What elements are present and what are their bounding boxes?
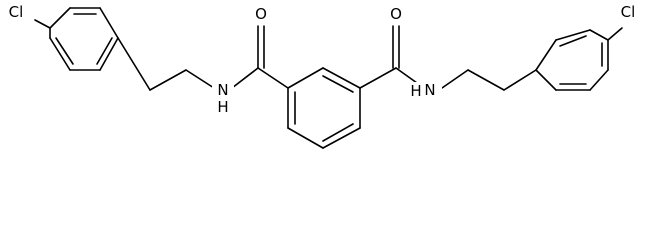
bond	[185, 69, 215, 89]
label-mask	[212, 98, 234, 116]
atom-labels: Cl N H O O N H Cl	[0, 2, 646, 116]
label-mask	[212, 80, 234, 98]
label-mask	[0, 2, 34, 22]
bond	[322, 67, 361, 89]
nitrogen-left-label: N	[217, 81, 228, 99]
bond	[359, 67, 397, 89]
bond	[589, 69, 609, 91]
bond	[49, 37, 71, 71]
bond	[287, 67, 324, 89]
oxygen-right-label: O	[390, 5, 402, 23]
bond	[257, 67, 289, 89]
nitrogen-right-label: N	[424, 81, 435, 99]
label-mask	[252, 4, 270, 24]
bond	[149, 69, 187, 91]
bond-inner	[559, 35, 587, 47]
label-mask	[612, 2, 646, 22]
bond	[535, 69, 557, 91]
bond-inner	[322, 123, 354, 142]
label-mask	[408, 82, 424, 100]
bond	[99, 7, 119, 39]
hydrogen-left-label: H	[217, 98, 228, 116]
bond	[287, 127, 324, 149]
oxygen-left-label: O	[255, 5, 267, 23]
bond	[49, 7, 71, 29]
bond	[34, 19, 51, 29]
bond	[535, 39, 557, 71]
bond	[441, 69, 469, 89]
bond-inner	[322, 75, 354, 93]
bond	[322, 127, 361, 149]
bond	[467, 69, 505, 91]
bond	[117, 37, 151, 91]
label-mask	[387, 4, 405, 24]
bond	[589, 29, 609, 41]
bond	[607, 27, 623, 41]
hydrogen-right-label: H	[410, 82, 421, 100]
label-mask	[420, 80, 442, 98]
chlorine-right-label: Cl	[621, 3, 636, 21]
chlorine-left-label: Cl	[9, 3, 24, 21]
bond	[99, 37, 119, 71]
bond-inner	[55, 37, 74, 65]
bond	[503, 69, 537, 91]
bond-inner	[96, 37, 113, 65]
molecule-structure: Cl N H O O N H Cl	[0, 2, 646, 149]
bond-skeleton	[34, 7, 623, 149]
bond	[555, 29, 591, 41]
bond	[231, 67, 259, 89]
